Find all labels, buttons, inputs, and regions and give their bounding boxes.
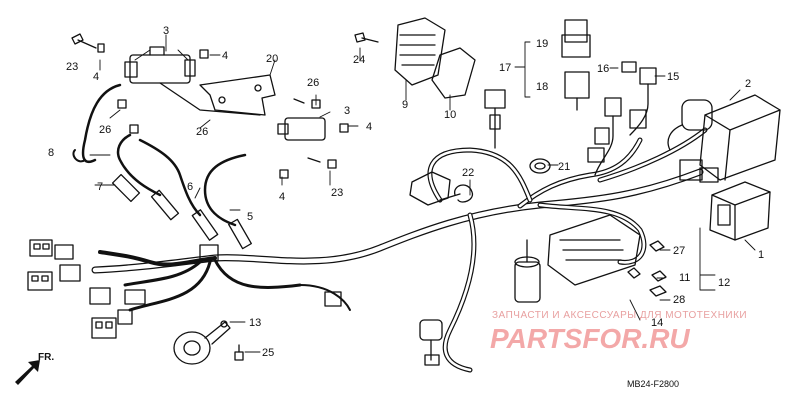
junction-box — [409, 171, 451, 206]
grommet — [529, 158, 551, 174]
callout-25: 25 — [262, 347, 274, 359]
callout-21: 21 — [558, 161, 570, 173]
bolts — [71, 32, 379, 361]
fuse-box — [514, 214, 641, 303]
rubber-mount — [431, 47, 476, 99]
callout-4-d: 4 — [366, 121, 372, 133]
callout-5: 5 — [247, 211, 253, 223]
ecu-unit — [667, 94, 781, 183]
direction-label: FR. — [38, 352, 54, 363]
callout-7: 7 — [97, 181, 103, 193]
relays — [561, 19, 591, 111]
coil-bracket — [199, 74, 276, 116]
callout-3: 3 — [163, 25, 169, 37]
left-connectors — [27, 239, 342, 339]
control-unit-1 — [709, 181, 771, 241]
callout-9: 9 — [402, 99, 408, 111]
callout-24: 24 — [353, 54, 365, 66]
callout-6: 6 — [187, 181, 193, 193]
watermark-tagline: ЗАПЧАСТИ И АКСЕССУАРЫ ДЛЯ МОТОТЕХНИКИ — [492, 310, 747, 321]
callout-27: 27 — [673, 245, 685, 257]
small-connectors — [587, 61, 657, 176]
horn — [173, 320, 231, 365]
fuses — [627, 240, 667, 297]
callout-22: 22 — [462, 167, 474, 179]
plug-leads — [72, 83, 252, 250]
diagram-code: MB24-F2800 — [627, 379, 679, 389]
callout-26-b: 26 — [99, 124, 111, 136]
callout-16: 16 — [597, 63, 609, 75]
leader-lines — [89, 34, 756, 353]
callout-4-c: 4 — [279, 191, 285, 203]
callout-4: 4 — [93, 71, 99, 83]
callout-10: 10 — [444, 109, 456, 121]
callout-11: 11 — [679, 272, 690, 284]
callout-26: 26 — [307, 77, 319, 89]
callout-labels: 1 2 3 3 4 4 4 4 5 6 7 8 9 10 11 12 13 14… — [48, 25, 764, 359]
main-harness — [91, 127, 708, 373]
callout-23: 23 — [66, 61, 78, 73]
callout-2: 2 — [745, 78, 751, 90]
callout-4-b: 4 — [222, 50, 228, 62]
callout-20: 20 — [266, 53, 278, 65]
callout-3-b: 3 — [344, 105, 350, 117]
regulator-rectifier — [394, 17, 446, 86]
front-direction-arrow: FR. — [15, 352, 54, 385]
callout-26-c: 26 — [196, 126, 208, 138]
lower-connector — [419, 319, 443, 366]
callout-28: 28 — [673, 294, 685, 306]
watermark-logo: PARTSFOR.RU — [490, 323, 690, 354]
callout-8: 8 — [48, 147, 54, 159]
callout-18: 18 — [536, 81, 548, 93]
callout-14: 14 — [651, 317, 663, 329]
connector-center — [484, 89, 506, 149]
ignition-coil-assembly — [124, 46, 326, 141]
callout-17: 17 — [499, 62, 511, 74]
callout-23-b: 23 — [331, 187, 343, 199]
callout-13: 13 — [249, 317, 261, 329]
callout-1: 1 — [758, 249, 764, 261]
callout-15: 15 — [667, 71, 679, 83]
callout-19: 19 — [536, 38, 548, 50]
callout-12: 12 — [718, 277, 730, 289]
